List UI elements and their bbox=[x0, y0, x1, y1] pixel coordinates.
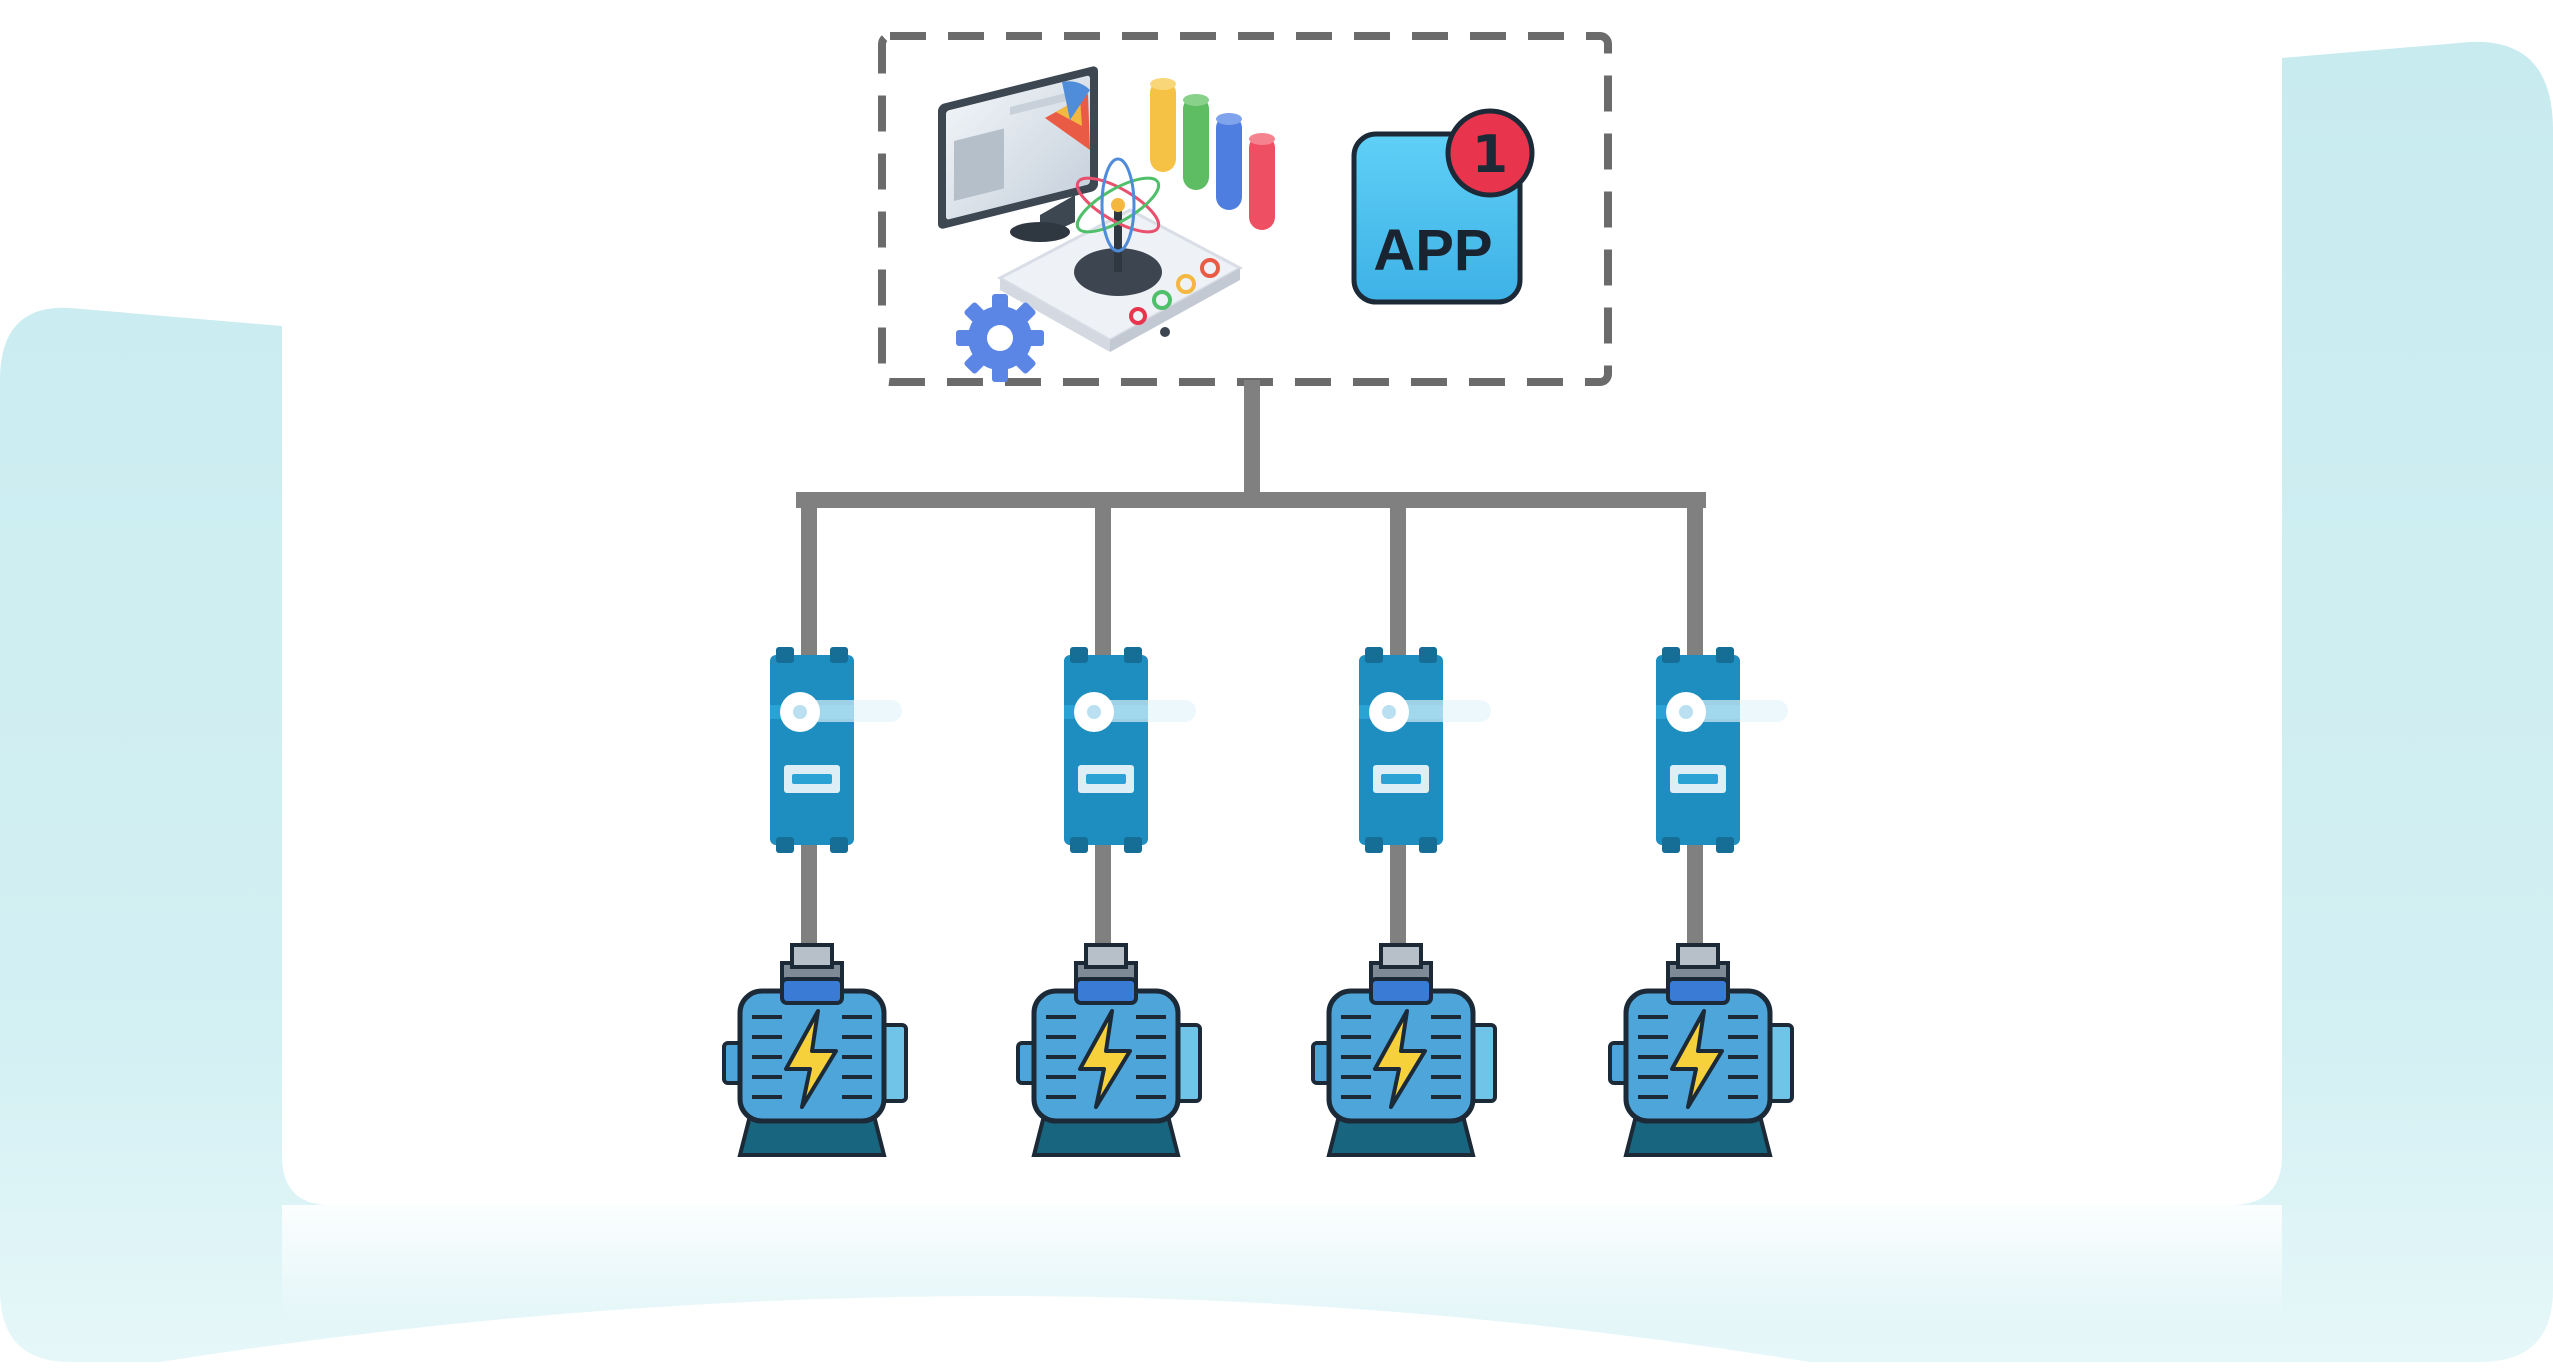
connector-lines bbox=[796, 380, 1706, 980]
servo-drive-icon bbox=[770, 647, 902, 853]
servo-drive-icon bbox=[1359, 647, 1491, 853]
notification-count: 1 bbox=[1472, 125, 1508, 185]
app-label: APP bbox=[1373, 218, 1492, 283]
notification-badge: 1 bbox=[1445, 108, 1535, 198]
content-card bbox=[282, 0, 2282, 1205]
electric-motor-icon bbox=[1016, 943, 1202, 1157]
electric-motor-icon bbox=[1311, 943, 1497, 1157]
electric-motor-icon bbox=[1608, 943, 1794, 1157]
device-columns bbox=[722, 647, 1794, 1157]
servo-drive-icon bbox=[1064, 647, 1196, 853]
servo-drive-icon bbox=[1656, 647, 1788, 853]
analytics-dashboard-icon bbox=[938, 66, 1275, 382]
electric-motor-icon bbox=[722, 943, 908, 1157]
background-frame bbox=[0, 41, 2553, 1362]
